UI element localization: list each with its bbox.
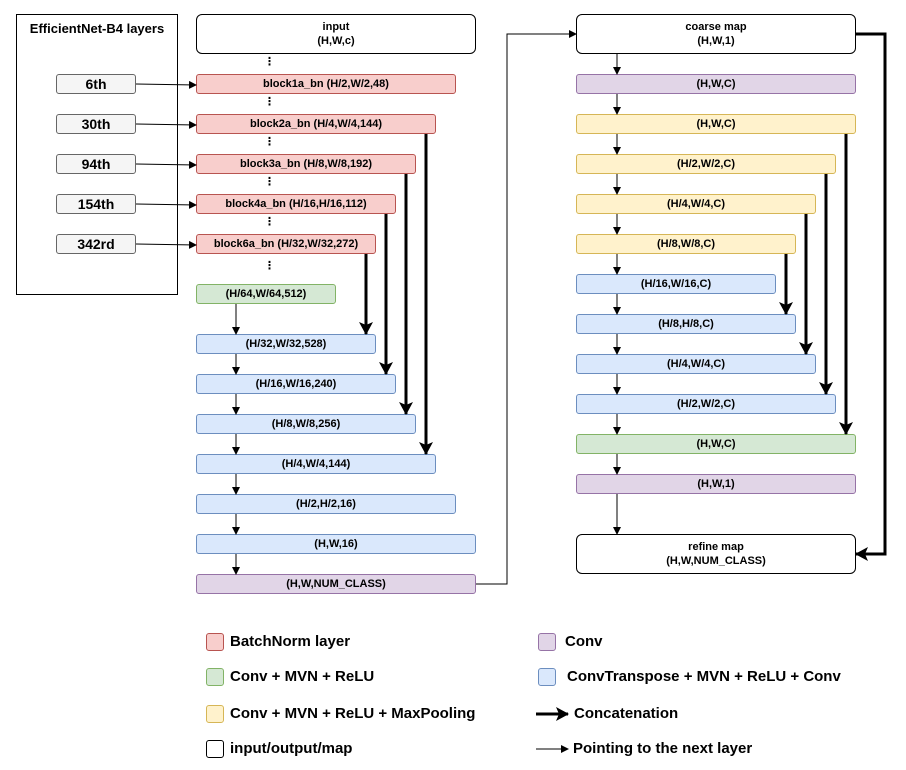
block1a-bn: block1a_bn (H/2,W/2,48) [196, 74, 456, 94]
coarse-map-box: coarse map (H,W,1) [576, 14, 856, 54]
legend-label-next: Pointing to the next layer [573, 740, 753, 757]
coarse-map-title: coarse map [685, 21, 747, 33]
left-decoder-1: (H/32,W/32,528) [196, 334, 376, 354]
group-title: EfficientNet-B4 layers [29, 21, 165, 36]
block6a-bn: block6a_bn (H/32,W/32,272) [196, 234, 376, 254]
left-output-conv: (H,W,NUM_CLASS) [196, 574, 476, 594]
layer-ref-94th: 94th [56, 154, 136, 174]
legend-swatch-conv-mvn-relu-maxpool [206, 705, 224, 723]
input-box: input (H,W,c) [196, 14, 476, 54]
ref-arrow-94th [135, 160, 197, 169]
coarse-map-shape: (H,W,1) [697, 35, 735, 47]
ellipsis-3: ⋮ [264, 136, 275, 148]
input-title: input [322, 21, 350, 33]
layer-ref-30th: 30th [56, 114, 136, 134]
concat-coarse-to-refine [855, 32, 887, 561]
legend-label-concat: Concatenation [574, 705, 679, 722]
legend-label-convtranspose: ConvTranspose + MVN + ReLU + Conv [567, 668, 841, 685]
right-conv-2: (H,W,1) [576, 474, 856, 494]
layer-ref-6th: 6th [56, 74, 136, 94]
right-encoder-1: (H,W,C) [576, 114, 856, 134]
legend-label-conv-mvn-relu: Conv + MVN + ReLU [230, 668, 375, 685]
refine-map-title: refine map [688, 541, 744, 553]
block4a-bn: block4a_bn (H/16,H/16,112) [196, 194, 396, 214]
legend-label-batchnorm: BatchNorm layer [230, 633, 351, 650]
right-encoder-4: (H/8,W/8,C) [576, 234, 796, 254]
left-bottleneck-conv: (H/64,W/64,512) [196, 284, 336, 304]
legend-label-map: input/output/map [230, 740, 353, 757]
right-encoder-2: (H/2,W/2,C) [576, 154, 836, 174]
right-green-conv: (H,W,C) [576, 434, 856, 454]
left-decoder-4: (H/4,W/4,144) [196, 454, 436, 474]
left-decoder-5: (H/2,H/2,16) [196, 494, 456, 514]
block2a-bn: block2a_bn (H/4,W/4,144) [196, 114, 436, 134]
legend-label-conv-mvn-relu-maxpool: Conv + MVN + ReLU + MaxPooling [230, 705, 476, 722]
refine-map-shape: (H,W,NUM_CLASS) [666, 555, 766, 567]
legend-swatch-batchnorm [206, 633, 224, 651]
right-encoder-3: (H/4,W/4,C) [576, 194, 816, 214]
layer-ref-154th: 154th [56, 194, 136, 214]
right-decoder-1: (H/16,W/16,C) [576, 274, 776, 294]
input-shape: (H,W,c) [317, 35, 355, 47]
layer-ref-342rd: 342rd [56, 234, 136, 254]
ellipsis-6: ⋮ [264, 260, 275, 272]
flow-output-to-coarse [476, 30, 577, 585]
legend-label-conv: Conv [565, 633, 603, 650]
legend-swatch-convtranspose [538, 668, 556, 686]
ref-arrow-154th [135, 200, 197, 209]
left-decoder-3: (H/8,W/8,256) [196, 414, 416, 434]
left-decoder-6: (H,W,16) [196, 534, 476, 554]
ellipsis-2: ⋮ [264, 96, 275, 108]
ref-arrow-30th [135, 120, 197, 129]
block3a-bn: block3a_bn (H/8,W/8,192) [196, 154, 416, 174]
legend-swatch-conv [538, 633, 556, 651]
refine-map-box: refine map (H,W,NUM_CLASS) [576, 534, 856, 574]
ref-arrow-6th [135, 80, 197, 89]
right-decoder-3: (H/4,W/4,C) [576, 354, 816, 374]
left-decoder-2: (H/16,W/16,240) [196, 374, 396, 394]
right-conv-1: (H,W,C) [576, 74, 856, 94]
ellipsis-4: ⋮ [264, 176, 275, 188]
right-decoder-4: (H/2,W/2,C) [576, 394, 836, 414]
ellipsis-1: ⋮ [264, 56, 275, 68]
ellipsis-5: ⋮ [264, 216, 275, 228]
legend-swatch-conv-mvn-relu [206, 668, 224, 686]
legend-swatch-map [206, 740, 224, 758]
ref-arrow-342rd [135, 240, 197, 249]
right-decoder-2: (H/8,H/8,C) [576, 314, 796, 334]
